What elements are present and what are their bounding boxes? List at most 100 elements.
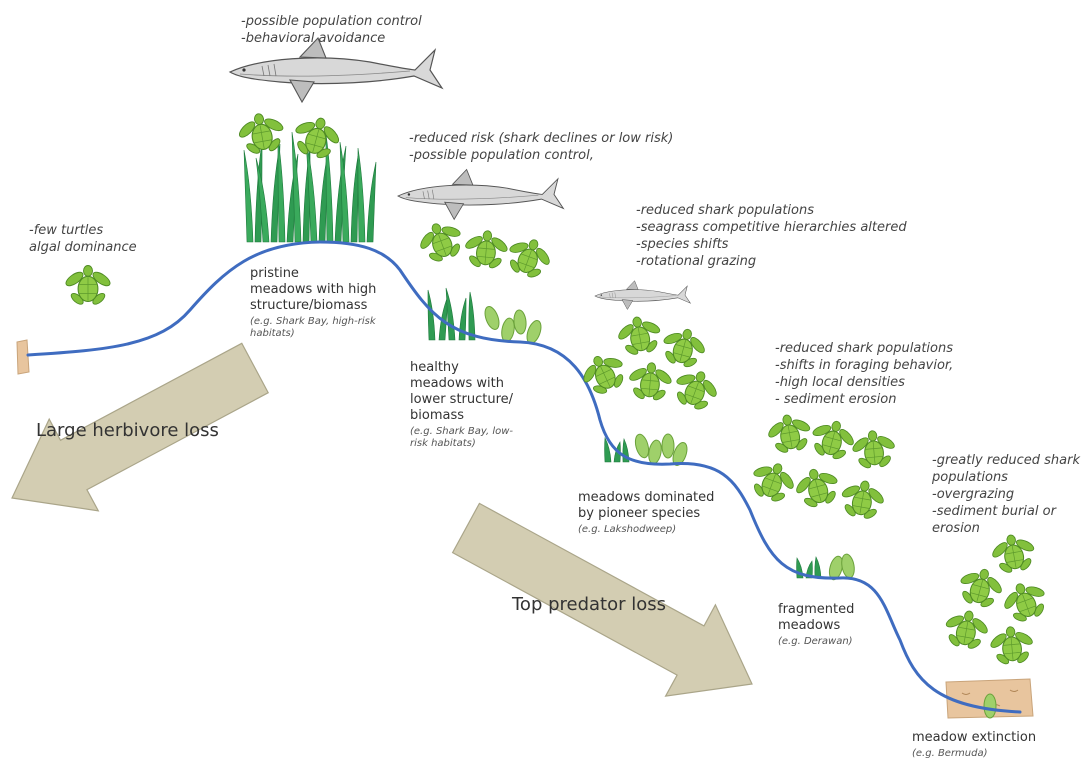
annotation-line: - sediment erosion (775, 392, 897, 407)
algae-icon (512, 309, 528, 335)
state-label-line: healthy (410, 360, 459, 375)
annotation-line: erosion (932, 521, 980, 536)
state-label-line: structure/biomass (250, 298, 368, 313)
annotation-line: -reduced risk (shark declines or low ris… (409, 131, 674, 146)
state-label-line: fragmented (778, 602, 855, 617)
sea-turtle-icon (461, 228, 512, 272)
sea-turtle-icon (789, 463, 846, 514)
seagrass-icon (350, 155, 359, 243)
state-label-extinction: meadow extinction (e.g. Bermuda) (912, 730, 1036, 760)
seagrass-icon (805, 560, 813, 579)
state-label-line: pristine (250, 266, 299, 281)
sea-turtle-icon (667, 363, 725, 417)
sea-turtle-icon (574, 346, 634, 402)
state-label-pristine: pristine meadows with high structure/bio… (250, 266, 376, 340)
sea-turtle-icon (613, 312, 666, 360)
algae-icon (661, 433, 675, 459)
annotation-line: populations (932, 470, 1008, 485)
sea-turtle-icon (836, 476, 889, 524)
annotation-line: -high local densities (775, 375, 905, 390)
state-label-line: lower structure/ (410, 392, 514, 407)
annotation-line: -overgrazing (932, 487, 1015, 502)
sea-turtle-icon (986, 624, 1037, 668)
annotation-line: -few turtles (29, 223, 104, 238)
state-example: (e.g. Shark Bay, high-risk (250, 316, 376, 327)
seagrass-icon (366, 161, 377, 243)
sea-turtle-icon (940, 606, 993, 654)
sea-turtle-icon (744, 455, 802, 509)
annotation-line: -reduced shark populations (775, 341, 953, 356)
state-label-pioneer: meadows dominated by pioneer species (e.… (578, 490, 714, 536)
state-example: (e.g. Derawan) (778, 636, 853, 647)
seagrass-icon (291, 131, 302, 243)
seagrass-icon (814, 556, 822, 579)
annotation-line: -behavioral avoidance (241, 31, 386, 46)
state-example: habitats) (250, 328, 295, 339)
seagrass-icon (243, 149, 254, 243)
annotation-pioneer: -reduced shark populations -seagrass com… (636, 202, 907, 270)
arrow-label-predator-loss: Top predator loss (512, 594, 667, 615)
state-example: (e.g. Shark Bay, low- (410, 426, 514, 437)
seagrass-icon (339, 141, 350, 243)
arrow-icon (11, 342, 270, 512)
seagrass-icon (357, 147, 366, 243)
sea-turtle-icon (500, 231, 558, 285)
sea-turtle-icon (996, 575, 1054, 629)
algae-icon (839, 552, 857, 580)
annotation-extinction: -greatly reduced shark populations -over… (932, 452, 1080, 537)
state-label-line: meadows (778, 618, 841, 633)
state-label-line: meadows dominated (578, 490, 715, 505)
sea-turtle-icon (804, 415, 861, 466)
state-example: (e.g. Bermuda) (912, 748, 988, 759)
state-example: (e.g. Lakshodweep) (578, 524, 677, 535)
state-example: risk habitats) (410, 438, 476, 449)
state-label-line: biomass (410, 408, 464, 423)
algae-icon (646, 438, 664, 466)
annotation-line: -species shifts (636, 237, 729, 252)
annotation-line: -seagrass competitive hierarchies altere… (636, 220, 907, 235)
state-label-line: meadows with high (250, 282, 377, 297)
state-label-line: meadow extinction (912, 730, 1037, 745)
sea-turtle-icon (987, 530, 1040, 578)
sea-turtle-icon (655, 323, 712, 374)
sea-turtle-icon (625, 360, 676, 404)
annotation-healthy: -reduced risk (shark declines or low ris… (409, 130, 673, 164)
seagrass-icon (468, 291, 476, 341)
seagrass-icon (445, 287, 456, 341)
sea-turtle-icon (952, 563, 1009, 614)
seagrass-icon (604, 436, 612, 463)
seagrass-icon (427, 289, 436, 341)
annotation-line: -rotational grazing (636, 254, 757, 269)
sea-turtle-icon (63, 264, 113, 307)
sea-turtle-icon (763, 410, 816, 458)
sea-turtle-icon (848, 428, 899, 472)
annotation-line: algal dominance (29, 240, 137, 255)
annotation-algal: -few turtles algal dominance (29, 222, 137, 256)
annotation-pristine: -possible population control -behavioral… (241, 13, 422, 47)
annotation-line: -greatly reduced shark (932, 453, 1081, 468)
seagrass-icon (255, 157, 270, 243)
shark-icon (397, 169, 564, 220)
annotation-line: -possible population control (241, 14, 422, 29)
annotation-line: -possible population control, (409, 148, 594, 163)
shark-icon (229, 37, 443, 103)
annotation-fragmented: -reduced shark populations -shifts in fo… (775, 340, 953, 408)
algae-icon (481, 304, 503, 332)
arrow-icon (451, 502, 753, 697)
sediment-patch (16, 339, 30, 375)
seagrass-icon (277, 137, 286, 243)
state-label-healthy: healthy meadows with lower structure/ bi… (410, 360, 513, 450)
shark-icon (594, 280, 691, 310)
state-label-fragmented: fragmented meadows (e.g. Derawan) (778, 602, 854, 648)
state-curve (26, 240, 1022, 714)
annotation-line: -sediment burial or (932, 504, 1056, 519)
algae-icon (983, 693, 997, 719)
arrow-label-herbivore-loss: Large herbivore loss (36, 420, 219, 441)
state-label-line: meadows with (410, 376, 504, 391)
sea-turtle-icon (287, 111, 346, 165)
annotation-line: -reduced shark populations (636, 203, 814, 218)
state-label-line: by pioneer species (578, 506, 701, 521)
annotation-line: -shifts in foraging behavior, (775, 358, 954, 373)
